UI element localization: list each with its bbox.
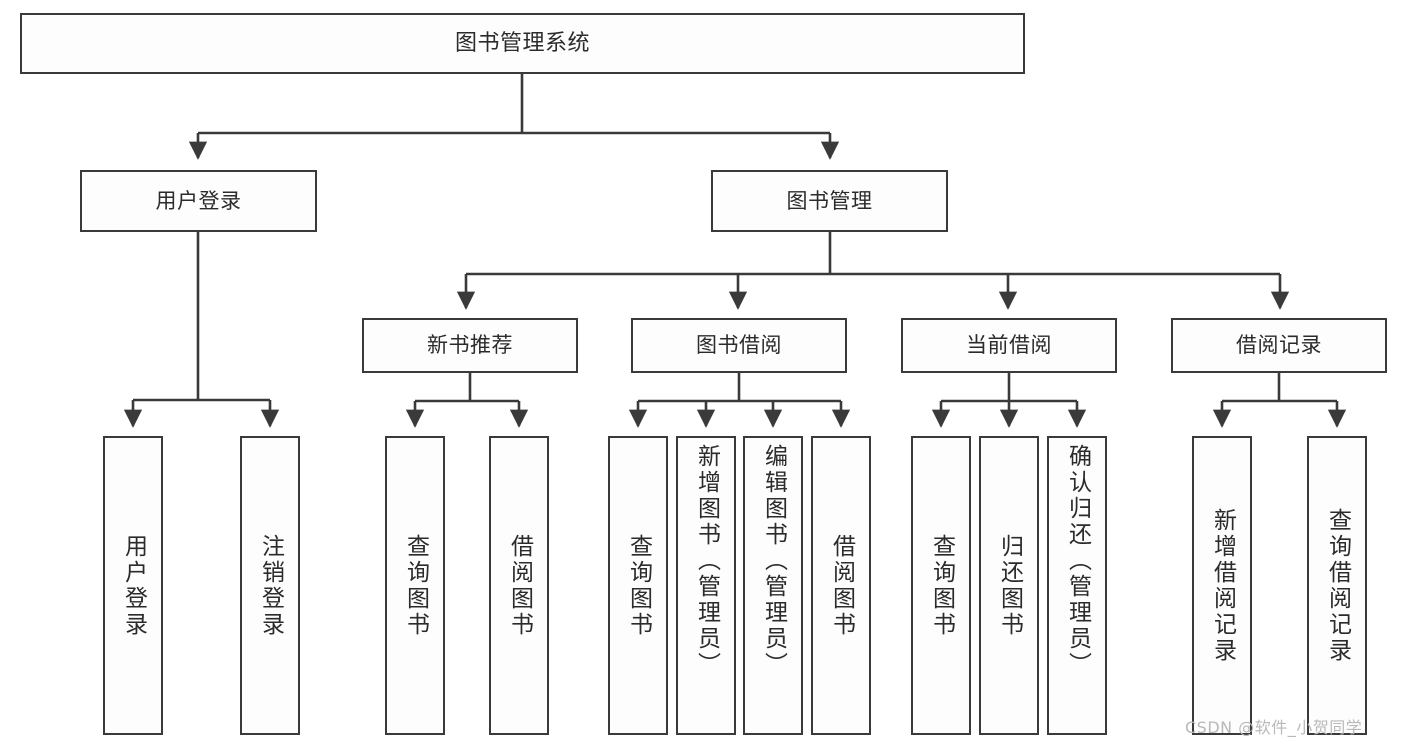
csdn-watermark: CSDN @软件_小贺同学 [1185, 718, 1363, 737]
node-book-management[interactable]: 图书管理 [711, 170, 948, 232]
node-user-login[interactable]: 用户登录 [80, 170, 317, 232]
node-label: 查询借阅记录 [1324, 507, 1351, 664]
node-label: 借阅记录 [1236, 333, 1322, 358]
leaf-add-borrow-record[interactable]: 新增借阅记录 [1192, 436, 1252, 735]
node-new-book-recommend[interactable]: 新书推荐 [362, 318, 578, 373]
node-label: 借阅图书 [506, 533, 533, 638]
leaf-query-book-borrow[interactable]: 查询图书 [608, 436, 668, 735]
leaf-return-book[interactable]: 归还图书 [979, 436, 1039, 735]
node-label: 查询图书 [625, 533, 652, 638]
leaf-edit-book-admin[interactable]: 编辑图书（管理员） [743, 436, 803, 735]
node-label: 新书推荐 [427, 333, 513, 358]
node-current-borrow[interactable]: 当前借阅 [901, 318, 1117, 373]
node-label: 确认归还（管理员） [1064, 444, 1091, 678]
leaf-query-borrow-record[interactable]: 查询借阅记录 [1307, 436, 1367, 735]
leaf-user-logout[interactable]: 注销登录 [240, 436, 300, 735]
node-borrow-record[interactable]: 借阅记录 [1171, 318, 1387, 373]
node-label: 图书借阅 [696, 333, 782, 358]
node-label: 注销登录 [257, 533, 284, 638]
node-label: 查询图书 [402, 533, 429, 638]
leaf-query-book-current[interactable]: 查询图书 [911, 436, 971, 735]
node-label: 归还图书 [996, 533, 1023, 638]
leaf-confirm-return-admin[interactable]: 确认归还（管理员） [1047, 436, 1107, 735]
node-label: 用户登录 [155, 188, 242, 213]
node-book-borrow[interactable]: 图书借阅 [631, 318, 847, 373]
leaf-add-book-admin[interactable]: 新增图书（管理员） [676, 436, 736, 735]
node-label: 新增图书（管理员） [693, 444, 720, 678]
node-label: 编辑图书（管理员） [760, 444, 787, 678]
node-label: 用户登录 [120, 533, 147, 638]
leaf-borrow-book-new[interactable]: 借阅图书 [489, 436, 549, 735]
node-label: 查询图书 [928, 533, 955, 638]
node-label: 借阅图书 [828, 533, 855, 638]
node-label: 新增借阅记录 [1209, 507, 1236, 664]
node-label: 图书管理系统 [454, 30, 590, 56]
leaf-query-book-new[interactable]: 查询图书 [385, 436, 445, 735]
node-label: 当前借阅 [966, 333, 1052, 358]
node-label: 图书管理 [786, 188, 873, 213]
leaf-user-login[interactable]: 用户登录 [103, 436, 163, 735]
leaf-borrow-book[interactable]: 借阅图书 [811, 436, 871, 735]
node-root-system[interactable]: 图书管理系统 [20, 13, 1025, 74]
